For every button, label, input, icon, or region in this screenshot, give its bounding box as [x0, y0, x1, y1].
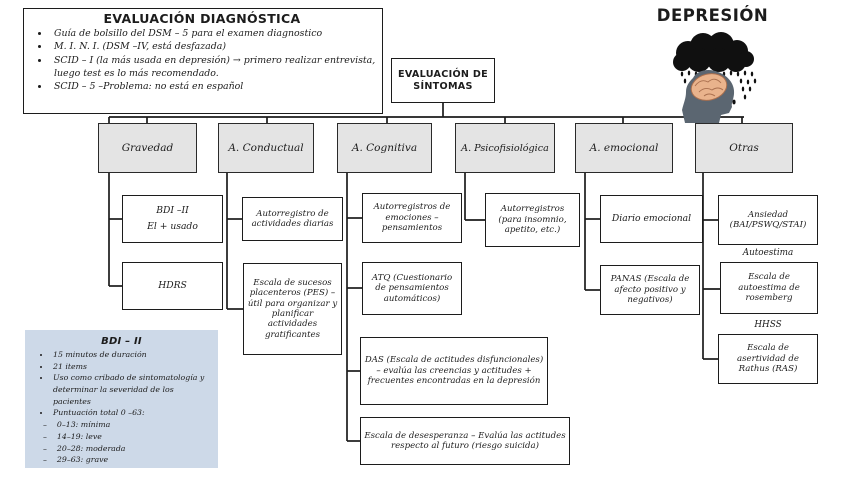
rain-cloud-head-illustration	[673, 32, 757, 123]
bdi-info-bullet: 21 items	[51, 361, 210, 373]
node-atq: ATQ (Cuestionario de pensamientos automá…	[362, 262, 462, 315]
bdi-info-bullet: 15 minutos de duración	[51, 349, 210, 361]
tear-drop-icon	[732, 99, 736, 105]
node-ansiedad: Ansiedad (BAI/PSWQ/STAI)	[718, 195, 818, 245]
node-autorregistros-emociones: Autorregistros de emociones – pensamient…	[362, 193, 462, 243]
rain-cloud-icon	[673, 32, 757, 100]
label-hhss: HHSS	[754, 320, 782, 330]
node-diario-emocional: Diario emocional	[600, 195, 703, 243]
category-cognitiva: A. Cognitiva	[337, 123, 432, 173]
node-escala-sucesos-placenteros: Escala de sucesos placenteros (PES) – út…	[243, 263, 342, 355]
bdi-info-bullets: 15 minutos de duración 21 items Uso como…	[33, 349, 210, 419]
diagnostic-bullet: SCID – 5 –Problema: no está en español	[50, 80, 376, 93]
bdi-score-range: 29–63: grave	[41, 454, 210, 466]
category-emocional: A. emocional	[575, 123, 673, 173]
bdi-score-ranges: 0–13: mínima 14–19: leve 20–28: moderada…	[33, 419, 210, 466]
bdi-info-title: BDI – II	[101, 336, 142, 347]
bdi-info-bullet: Puntuación total 0 –63:	[51, 407, 210, 419]
node-bdi-ii: BDI –II El + usado	[122, 195, 223, 243]
diagnostic-title: EVALUACIÓN DIAGNÓSTICA	[103, 11, 301, 26]
diagnostic-bullet: M. I. N. I. (DSM –IV, está desfazada)	[50, 40, 376, 53]
diagnostic-bullet: Guía de bolsillo del DSM – 5 para el exa…	[50, 27, 376, 40]
category-gravedad: Gravedad	[98, 123, 197, 173]
node-panas: PANAS (Escala de afecto positivo y negat…	[600, 265, 700, 315]
label-autoestima: Autoestima	[742, 248, 794, 258]
node-escala-rathus: Escala de asertividad de Rathus (RAS)	[718, 334, 818, 384]
diagnostic-bullet-list: Guía de bolsillo del DSM – 5 para el exa…	[28, 27, 376, 94]
bdi-score-range: 14–19: leve	[41, 431, 210, 443]
diagnostic-evaluation-box: EVALUACIÓN DIAGNÓSTICA Guía de bolsillo …	[23, 8, 383, 114]
node-escala-desesperanza: Escala de desesperanza – Evalúa las acti…	[360, 417, 570, 465]
node-autorregistro-actividades: Autorregistro de actividades diarias	[242, 197, 343, 241]
page-title: DEPRESIÓN	[656, 6, 769, 25]
node-escala-rosemberg: Escala de autoestima de rosemberg	[720, 262, 818, 314]
brain-icon	[690, 73, 728, 101]
bdi-score-range: 20–28: moderada	[41, 443, 210, 455]
bdi-score-range: 0–13: mínima	[41, 419, 210, 431]
node-hdrs: HDRS	[122, 262, 223, 310]
bdi-info-bullet: Uso como cribado de sintomatología y det…	[51, 372, 210, 407]
diagnostic-bullet: SCID – I (la más usada en depresión) → p…	[50, 54, 376, 81]
node-autorregistros-insomnio: Autorregistros (para insomnio, apetito, …	[485, 193, 580, 247]
category-otras: Otras	[695, 123, 793, 173]
category-psicofisiologica: A. Psicofisiológica	[455, 123, 555, 173]
root-node-sintomas: EVALUACIÓN DE SÍNTOMAS	[391, 58, 495, 103]
category-conductual: A. Conductual	[218, 123, 314, 173]
bdi-info-panel: BDI – II 15 minutos de duración 21 items…	[25, 330, 218, 468]
node-das: DAS (Escala de actitudes disfuncionales)…	[360, 337, 548, 405]
